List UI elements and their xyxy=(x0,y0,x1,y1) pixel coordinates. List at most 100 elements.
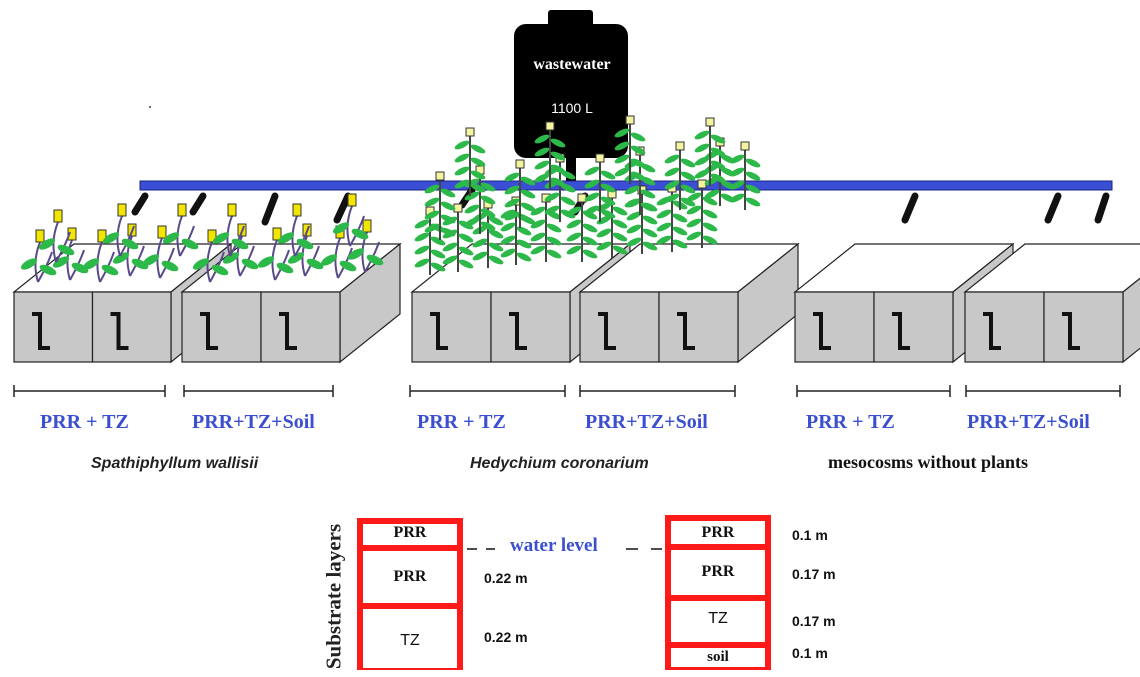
plant-leaf xyxy=(680,171,696,181)
plant-leaf xyxy=(596,241,612,251)
plant-leaf xyxy=(566,219,582,229)
plant-leaf xyxy=(672,226,688,236)
plant-leaf xyxy=(101,264,119,276)
plant-leaf xyxy=(464,217,480,227)
plant-flower xyxy=(177,203,187,217)
plant-leaf xyxy=(424,197,440,207)
plant-leaf xyxy=(546,236,562,246)
outlet-pipe-icon xyxy=(110,312,129,350)
layer-label: PRR xyxy=(393,524,427,541)
substrate-axis-label: Substrate layers xyxy=(321,523,346,670)
plant-leaf xyxy=(544,205,560,215)
plant-leaf xyxy=(694,130,710,140)
plant-flower xyxy=(362,219,372,233)
species-label: Spathiphyllum wallisii xyxy=(91,455,259,472)
plant-leaf xyxy=(440,188,456,198)
plant-leaf xyxy=(560,196,576,206)
plant-flower xyxy=(545,121,555,131)
plant-leaf xyxy=(686,192,702,202)
plant-leaf xyxy=(624,185,640,195)
plant-leaf xyxy=(642,241,658,251)
plant-leaf xyxy=(430,262,446,272)
plant-flower xyxy=(272,227,282,241)
plant-leaf xyxy=(38,238,56,250)
drip-outlet xyxy=(333,192,352,224)
spathiphyllum-plant-icon xyxy=(257,227,294,281)
box-cell xyxy=(794,291,875,363)
spathiphyllum-plant-icon xyxy=(20,229,57,283)
plant-leaf xyxy=(544,192,560,202)
plant-leaf xyxy=(612,245,628,255)
plant-leaf xyxy=(414,219,430,229)
box-cell xyxy=(490,291,571,363)
drip-outlet xyxy=(1044,192,1062,224)
plant-leaf xyxy=(630,158,646,168)
plant-leaf xyxy=(745,158,761,168)
plant-leaf xyxy=(424,223,440,233)
plant-leaf xyxy=(600,209,616,219)
plant-leaf xyxy=(454,140,470,150)
plant-leaf xyxy=(131,258,149,270)
plant-leaf xyxy=(504,172,520,182)
plant-leaf xyxy=(231,238,249,250)
plant-leaf xyxy=(500,248,516,258)
plant-leaf xyxy=(488,216,504,226)
plant-leaf xyxy=(500,209,516,219)
plant-leaf xyxy=(596,215,612,225)
plant-leaf xyxy=(520,189,536,199)
plant-flower xyxy=(515,159,525,169)
plant-leaf xyxy=(351,228,369,240)
hedychium-plant-icon xyxy=(596,189,628,258)
plant-leaf xyxy=(702,222,718,232)
plant-flower xyxy=(705,117,715,127)
plant-leaf xyxy=(656,209,672,219)
plant-leaf xyxy=(566,245,582,255)
plant-leaf xyxy=(710,173,726,183)
plant-flower xyxy=(67,227,77,241)
water-level-label: water level xyxy=(510,535,598,556)
plant-leaf xyxy=(642,228,658,238)
plant-leaf xyxy=(710,160,726,170)
plant-leaf xyxy=(642,215,658,225)
plant-flower xyxy=(97,229,107,243)
plant-leaf xyxy=(710,147,726,157)
hedychium-plant-icon xyxy=(656,183,688,252)
plant-leaf xyxy=(424,184,440,194)
plant-leaf xyxy=(530,219,546,229)
plant-leaf xyxy=(488,242,504,252)
plant-leaf xyxy=(584,179,600,189)
plant-leaf xyxy=(560,209,576,219)
plant-leaf xyxy=(516,252,532,262)
mesocosm-box xyxy=(578,242,800,364)
plant-leaf xyxy=(530,232,546,242)
plant-leaf xyxy=(680,158,696,168)
spathiphyllum-plant-icon xyxy=(162,203,199,257)
plant-leaf xyxy=(504,185,520,195)
plant-leaf xyxy=(162,232,180,244)
plant-leaf xyxy=(584,205,600,215)
plant-flower xyxy=(347,193,357,207)
plant-leaf xyxy=(612,206,628,216)
drip-outlet xyxy=(901,192,919,224)
box-cell xyxy=(1043,291,1124,363)
outlet-pipe-icon xyxy=(983,312,1001,350)
plant-leaf xyxy=(626,237,642,247)
plant-leaf xyxy=(222,252,240,264)
distribution-pipe xyxy=(139,180,1113,191)
plant-flower xyxy=(53,209,63,223)
plant-leaf xyxy=(534,160,550,170)
substrate-right-column xyxy=(665,515,771,670)
outlet-pipe-icon xyxy=(677,312,695,350)
plant-leaf xyxy=(729,167,745,177)
plant-leaf xyxy=(729,154,745,164)
plant-leaf xyxy=(414,232,430,242)
plant-flower xyxy=(453,203,463,213)
plant-leaf xyxy=(520,176,536,186)
plant-leaf xyxy=(686,231,702,241)
plant-leaf xyxy=(534,134,550,144)
layer-label: TZ xyxy=(400,632,420,649)
box-cell xyxy=(181,291,262,363)
plant-leaf xyxy=(488,255,504,265)
layer-depth: 0.22 m xyxy=(484,570,528,586)
spathiphyllum-plant-icon xyxy=(332,193,369,247)
